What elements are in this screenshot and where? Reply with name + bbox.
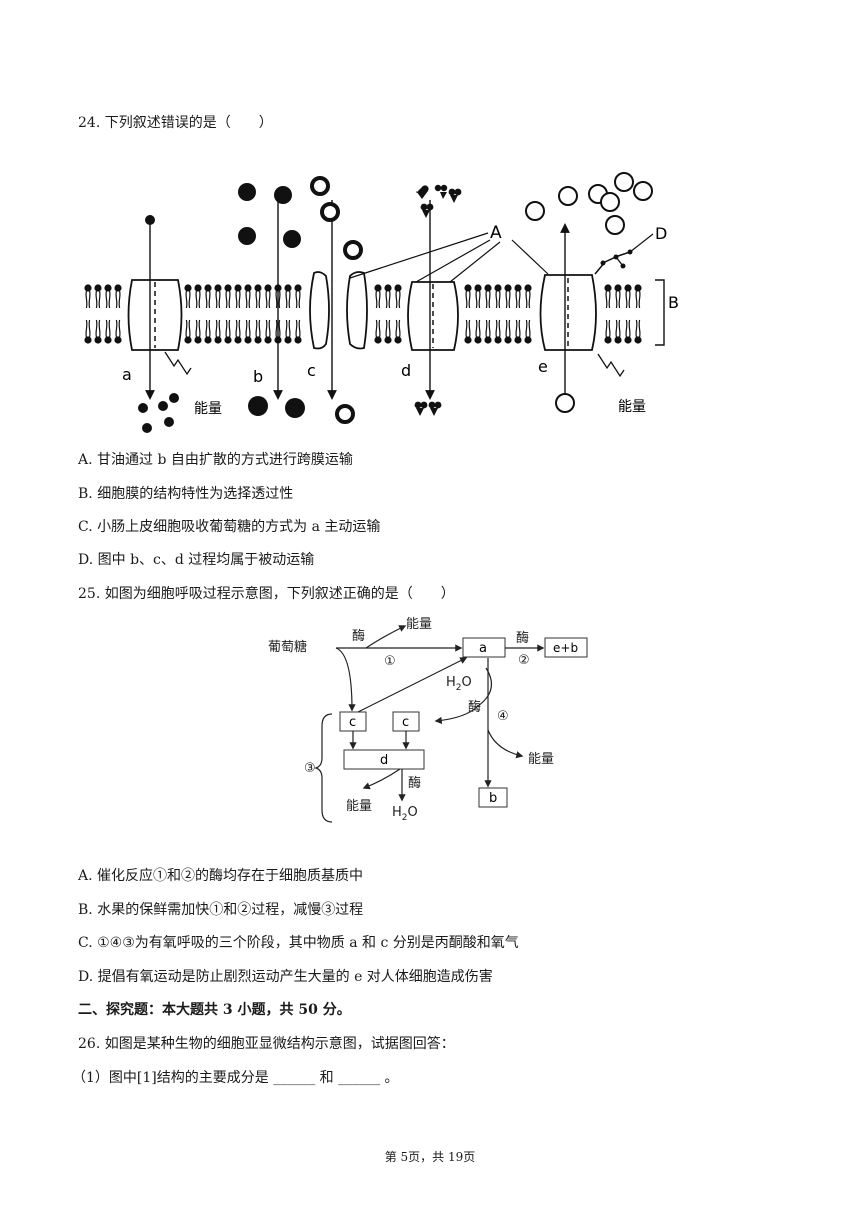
q24-option-b[interactable]: B. 细胞膜的结构特性为选择透过性 [78,486,294,502]
membrane-transport-figure: B 能量 能量 a b c d e A D [83,172,679,433]
step-4: ④ [497,709,509,724]
box-e-b: e+b [553,641,578,655]
box-c-1: c [349,715,356,730]
h2o-label-bottom: H2O [392,805,418,823]
q25-option-d[interactable]: D. 提倡有氧运动是防止剧烈运动产生大量的 e 对人体细胞造成伤害 [78,969,493,985]
box-d: d [380,753,388,768]
label-B: B [668,293,679,312]
label-A: A [490,223,502,243]
step-2: ② [518,653,530,668]
box-b: b [489,791,497,806]
energy-label-1: 能量 [406,617,432,632]
label-e: e [538,357,548,376]
respiration-diagram: 葡萄糖 酶 能量 ① 酶 ② ④ 酶 ③ 能量 能量 酶 H2O H2O a e… [268,617,588,823]
energy-label-4: 能量 [528,752,554,767]
box-a: a [479,641,487,656]
label-a: a [122,365,132,384]
step-3: ③ [304,761,316,776]
label-c: c [307,361,316,380]
q24-option-c[interactable]: C. 小肠上皮细胞吸收葡萄糖的方式为 a 主动运输 [78,519,381,535]
q25-option-a[interactable]: A. 催化反应①和②的酶均存在于细胞质基质中 [78,868,364,884]
glucose-label: 葡萄糖 [268,639,307,655]
q25-option-c[interactable]: C. ①④③为有氧呼吸的三个阶段，其中物质 a 和 c 分别是丙酮酸和氧气 [78,935,519,951]
step-1: ① [384,654,396,669]
page-footer: 第 5页，共 19页 [384,1150,476,1164]
energy-label-e: 能量 [618,399,646,415]
question-24-stem: 24. 下列叙述错误的是（ ） [78,115,273,131]
q25-option-b[interactable]: B. 水果的保鲜需加快①和②过程，减慢③过程 [78,902,364,918]
label-b: b [253,367,263,386]
enzyme-label-2: 酶 [516,630,529,646]
question-25-stem: 25. 如图为细胞呼吸过程示意图，下列叙述正确的是（ ） [78,586,455,602]
energy-label-3: 能量 [346,799,372,814]
label-D: D [655,224,667,243]
question-26-sub-1: （1）图中[1]结构的主要成分是 ______ 和 ______ 。 [72,1070,399,1086]
enzyme-label-1: 酶 [352,628,365,644]
enzyme-label-3: 酶 [408,775,421,791]
h2o-label-top: H2O [446,675,472,693]
q24-option-a[interactable]: A. 甘油通过 b 自由扩散的方式进行跨膜运输 [78,452,353,468]
label-d: d [401,361,411,380]
section-2-heading: 二、探究题：本大题共 3 小题，共 50 分。 [78,1002,351,1018]
question-26-stem: 26. 如图是某种生物的细胞亚显微结构示意图，试据图回答： [78,1036,455,1052]
energy-label-a: 能量 [194,401,222,417]
box-c-2: c [402,715,409,730]
q24-option-d[interactable]: D. 图中 b、c、d 过程均属于被动运输 [78,552,315,568]
